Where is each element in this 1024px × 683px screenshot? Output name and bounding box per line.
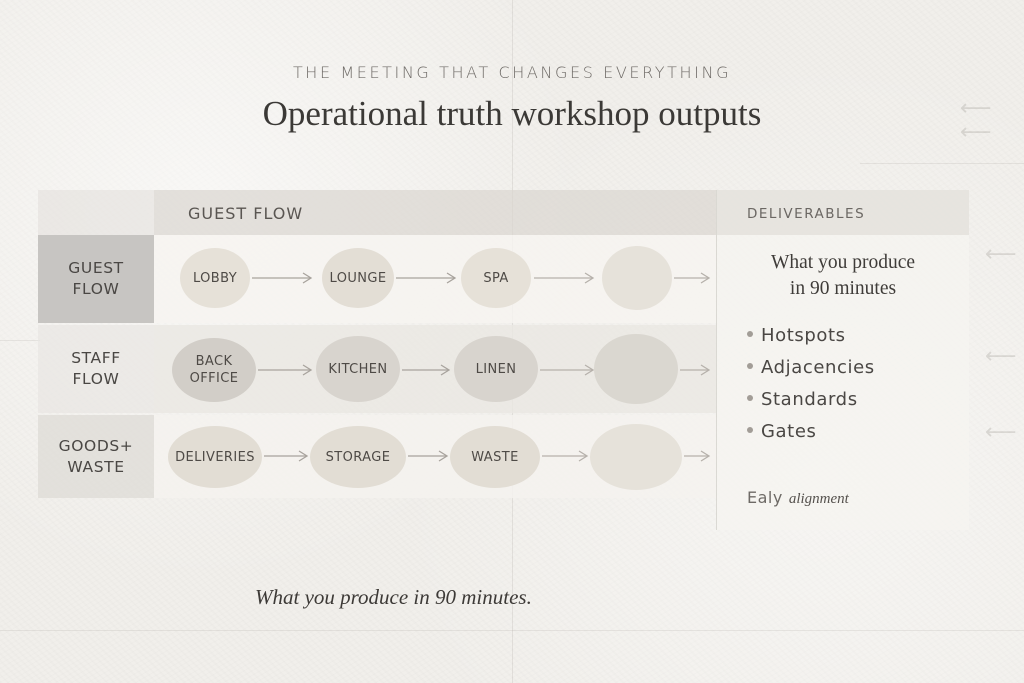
flow-node-back-office: BACK OFFICE [172,338,256,402]
row-label-goods-waste: GOODS+ WASTE [38,415,154,498]
brand-wordmark: alignment [788,491,849,507]
row-label-staff-flow: STAFF FLOW [38,325,154,413]
flow-arrow-icon [532,272,596,284]
flow-matrix: GUEST FLOW GUEST FLOW STAFF FLOW GOODS+ … [38,190,969,530]
row-label-guest-flow: GUEST FLOW [38,235,154,323]
decorative-arrow-icon: ⟵ [985,344,1017,369]
deliverable-label: Gates [761,421,817,442]
flow-arrow-icon [678,364,712,376]
page-title: Operational truth workshop outputs [262,94,762,133]
flow-arrow-icon [250,272,314,284]
matrix-header-corner [38,190,154,235]
flow-arrow-icon [682,450,712,462]
deliverable-label: Hotspots [761,325,846,346]
flow-arrow-icon [262,450,310,462]
deliverables-list: Hotspots Adjacencies Standards Gates [747,320,875,448]
flow-arrow-icon [672,272,712,284]
decorative-arrow-icon: ⟵ [985,242,1017,267]
flow-arrow-icon [394,272,458,284]
brand-logo: Ealy alignment [747,488,849,508]
brand-mark: Ealy [747,488,783,507]
list-item: Hotspots [747,320,875,352]
bullet-icon [747,363,753,369]
deliverables-subtitle-line1: What you produce [770,252,916,273]
guide-line [0,340,40,341]
flow-node-empty [594,334,678,404]
flow-arrow-icon [400,364,452,376]
decorative-arrow-icon: ⟵ [960,120,992,145]
bullet-icon [747,395,753,401]
flow-arrow-icon [406,450,450,462]
decorative-arrow-icon: ⟵ [960,96,992,121]
flow-node-empty [602,246,672,310]
flow-node-lobby: LOBBY [180,248,250,308]
flow-node-linen: LINEN [454,336,538,402]
deliverables-subtitle: What you produce in 90 minutes [717,250,969,302]
deliverable-label: Standards [761,389,858,410]
decorative-arrow-icon: ⟵ [985,420,1017,445]
guide-line [860,163,1024,164]
flow-node-waste: WASTE [450,426,540,488]
matrix-column-header [154,190,716,235]
caption: What you produce in 90 minutes. [255,585,532,609]
deliverables-header [717,190,969,235]
guide-line [0,630,1024,631]
flow-node-spa: SPA [461,248,531,308]
flow-node-deliveries: DELIVERIES [168,426,262,488]
deliverables-title: DELIVERABLES [747,206,866,222]
deliverable-label: Adjacencies [761,357,875,378]
flow-arrow-icon [538,364,596,376]
flow-node-lounge: LOUNGE [322,248,394,308]
list-item: Gates [747,416,875,448]
deliverables-panel: DELIVERABLES What you produce in 90 minu… [716,190,969,530]
bullet-icon [747,427,753,433]
page-eyebrow: THE MEETING THAT CHANGES EVERYTHING [292,63,732,82]
bullet-icon [747,331,753,337]
flow-node-storage: STORAGE [310,426,406,488]
flow-arrow-icon [540,450,590,462]
flow-node-empty [590,424,682,490]
flow-arrow-icon [256,364,314,376]
list-item: Standards [747,384,875,416]
flow-node-kitchen: KITCHEN [316,336,400,402]
deliverables-subtitle-line2: in 90 minutes [789,278,897,299]
list-item: Adjacencies [747,352,875,384]
matrix-column-header-label: GUEST FLOW [188,204,304,223]
